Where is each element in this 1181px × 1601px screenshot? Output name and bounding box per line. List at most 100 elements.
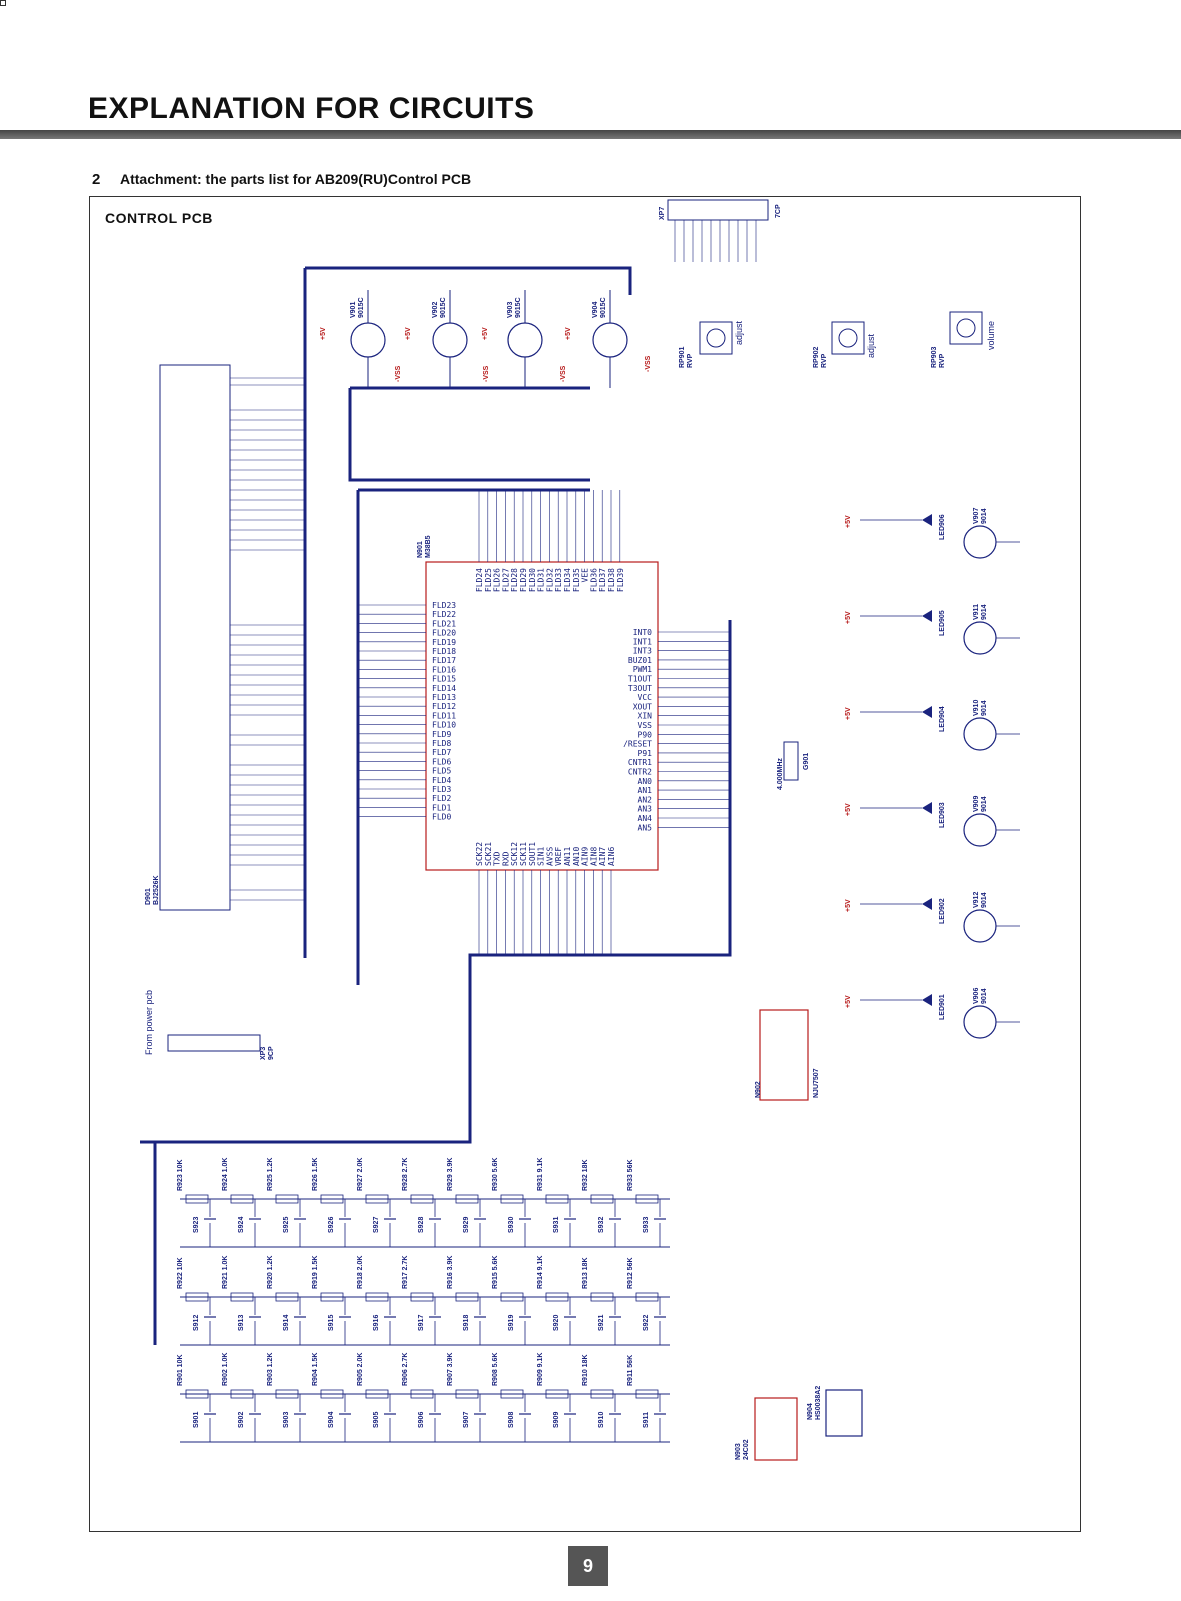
- key-switch-ref: S910: [598, 1412, 605, 1428]
- xp7-ref: XP7: [659, 207, 666, 220]
- schematic-frame: [89, 196, 1081, 1532]
- mcu-pin-top: FLD31: [537, 568, 546, 592]
- mcu-pin-bottom: RXD: [501, 851, 510, 866]
- key-resistor: [545, 1292, 569, 1302]
- mcu-pin-top: FLD29: [519, 568, 528, 592]
- mcu-pin-top: FLD36: [589, 568, 598, 592]
- key-resistor: [545, 1389, 569, 1399]
- mcu-pin-right: AN2: [638, 795, 653, 804]
- vcc-net-label: +5V: [845, 611, 852, 624]
- transistor-part: 9014: [981, 604, 988, 620]
- bus-top: [303, 266, 632, 958]
- display-pin-lines: [230, 377, 305, 901]
- transistor-ref: V909: [973, 796, 980, 812]
- key-resistor: [185, 1292, 209, 1302]
- led-icon: [922, 802, 932, 814]
- key-resistor: [590, 1389, 614, 1399]
- key-resistor: [635, 1292, 659, 1302]
- mcu-pin-left: FLD19: [432, 638, 456, 647]
- key-resistor-ref: R932 18K: [582, 1159, 589, 1191]
- key-switch-ref: S925: [283, 1217, 290, 1233]
- key-switch-ref: S915: [328, 1315, 335, 1331]
- mcu-n901: [425, 561, 659, 871]
- key-resistor-ref: R902 1.0K: [222, 1353, 229, 1386]
- vcc-net-label: +5V: [845, 707, 852, 720]
- xp7-connector: [667, 199, 769, 221]
- ic-n903: [754, 1397, 798, 1461]
- key-resistor-ref: R916 3.9K: [447, 1256, 454, 1289]
- led-icon: [922, 610, 932, 622]
- mcu-left-pins: FLD23FLD22FLD21FLD20FLD19FLD18FLD17FLD16…: [432, 601, 456, 822]
- key-resistor-ref: R904 1.5K: [312, 1353, 319, 1386]
- display-ref: D901: [145, 888, 152, 905]
- mcu-pin-bottom: SCK21: [484, 842, 493, 866]
- mcu-pin-right: /RESET: [623, 740, 652, 749]
- key-switch-ref: S909: [553, 1412, 560, 1428]
- key-switch-ref: S902: [238, 1412, 245, 1428]
- mcu-pin-right: CNTR2: [628, 768, 652, 777]
- mcu-pin-top: FLD39: [616, 568, 625, 592]
- key-resistor: [500, 1292, 524, 1302]
- key-resistor-ref: R915 5.6K: [492, 1256, 499, 1289]
- led-icon: [922, 898, 932, 910]
- mcu-pin-right: AN0: [638, 777, 653, 786]
- mcu-pin-left: FLD8: [432, 739, 451, 748]
- mcu-pin-top: FLD25: [484, 568, 493, 592]
- key-resistor-ref: R920 1.2K: [267, 1256, 274, 1289]
- rp903-part: RVP: [939, 353, 946, 368]
- bus-mid: [356, 488, 590, 985]
- key-switch-ref: S918: [463, 1315, 470, 1331]
- led-icon: [922, 514, 932, 526]
- key-resistor: [320, 1292, 344, 1302]
- mcu-pin-right: XOUT: [633, 702, 652, 711]
- transistor-part: 9014: [981, 892, 988, 908]
- key-resistor-ref: R909 9.1K: [537, 1353, 544, 1386]
- key-switch-ref: S922: [643, 1315, 650, 1331]
- rp902-part: RVP: [821, 353, 828, 368]
- vcc-net-label: +5V: [845, 803, 852, 816]
- key-switch-ref: S908: [508, 1412, 515, 1428]
- mcu-pin-right: PWM1: [633, 665, 652, 674]
- key-switch-ref: S919: [508, 1315, 515, 1331]
- mcu-pin-left: FLD18: [432, 647, 456, 656]
- mcu-pin-right: VCC: [638, 693, 653, 702]
- power-source-label: From power pcb: [144, 990, 154, 1055]
- page-title: EXPLANATION FOR CIRCUITS: [88, 92, 535, 125]
- mcu-pin-left: FLD17: [432, 656, 456, 665]
- key-resistor-ref: R912 56K: [627, 1257, 634, 1289]
- key-resistor: [230, 1292, 254, 1302]
- key-switch-ref: S924: [238, 1217, 245, 1233]
- key-resistor-ref: R931 9.1K: [537, 1158, 544, 1191]
- transistor-ref: V907: [973, 508, 980, 524]
- mcu-pin-bottom: SCK22: [475, 842, 484, 866]
- mcu-pin-right: XIN: [638, 712, 653, 721]
- key-resistor: [185, 1389, 209, 1399]
- xp3-connector: [167, 1034, 261, 1052]
- mcu-pin-right: P90: [638, 730, 653, 739]
- v902-part: 9015C: [440, 297, 447, 318]
- vcc-label-1: +5V: [320, 327, 327, 340]
- key-resistor: [365, 1292, 389, 1302]
- mcu-pin-left: FLD11: [432, 711, 456, 720]
- key-switch-ref: S921: [598, 1315, 605, 1331]
- mcu-pin-left: FLD6: [432, 757, 451, 766]
- key-switch-ref: S926: [328, 1217, 335, 1233]
- crystal-value: 4.000MHz: [777, 758, 784, 790]
- rp903-ref: RP903: [931, 346, 938, 368]
- key-resistor: [500, 1389, 524, 1399]
- key-resistor-ref: R901 10K: [177, 1354, 184, 1386]
- mcu-pin-top: VEE: [581, 568, 590, 583]
- key-resistor: [320, 1194, 344, 1204]
- mcu-pin-bottom: AIN8: [589, 847, 598, 866]
- led-driver-transistor: [963, 909, 997, 943]
- n902-ref: N902: [755, 1081, 762, 1098]
- rp901-ref: RP901: [679, 346, 686, 368]
- key-switch-ref: S927: [373, 1217, 380, 1233]
- key-resistor: [545, 1194, 569, 1204]
- mcu-pin-right: AN3: [638, 805, 653, 814]
- n902-part: NJU7507: [813, 1068, 820, 1098]
- mcu-pin-left: FLD0: [432, 813, 451, 822]
- vcc-net-label: +5V: [845, 515, 852, 528]
